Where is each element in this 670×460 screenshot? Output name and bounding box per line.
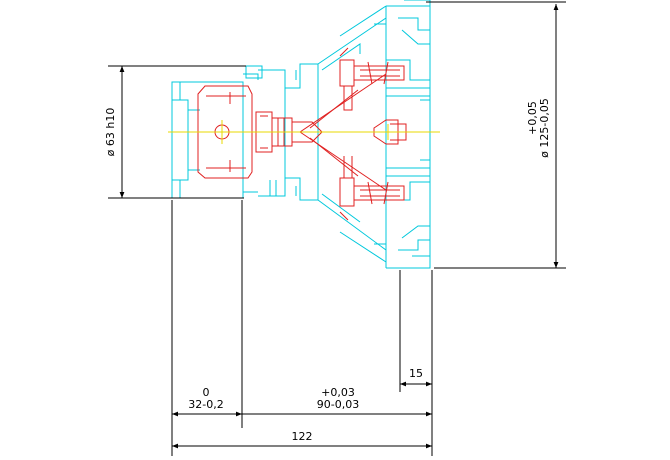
diameter-125-tolerance: +0,05	[526, 101, 539, 135]
length-32-tolerance: 0	[203, 386, 210, 399]
tool-holder-outline	[171, 0, 431, 269]
width-15-label: 15	[409, 367, 423, 380]
diameter-63-label: ø 63 h10	[104, 108, 117, 157]
length-122-label: 122	[292, 430, 313, 443]
dimension-diameter-63: ø 63 h10	[104, 65, 246, 199]
hidden-lines	[197, 47, 407, 221]
centerlines	[168, 120, 440, 144]
dimension-length-122: 122	[172, 430, 432, 449]
diameter-125-label: ø 125-0,05	[538, 98, 551, 158]
length-90-label: 90-0,03	[317, 398, 359, 411]
length-32-label: 32-0,2	[188, 398, 223, 411]
length-90-tolerance: +0,03	[321, 386, 355, 399]
dimension-length-32-90: 0 32-0,2 +0,03 90-0,03	[172, 386, 432, 417]
extension-lines	[171, 200, 433, 456]
dimension-diameter-125: +0,05 ø 125-0,05	[426, 1, 566, 269]
dimension-width-15: 15	[400, 367, 432, 387]
